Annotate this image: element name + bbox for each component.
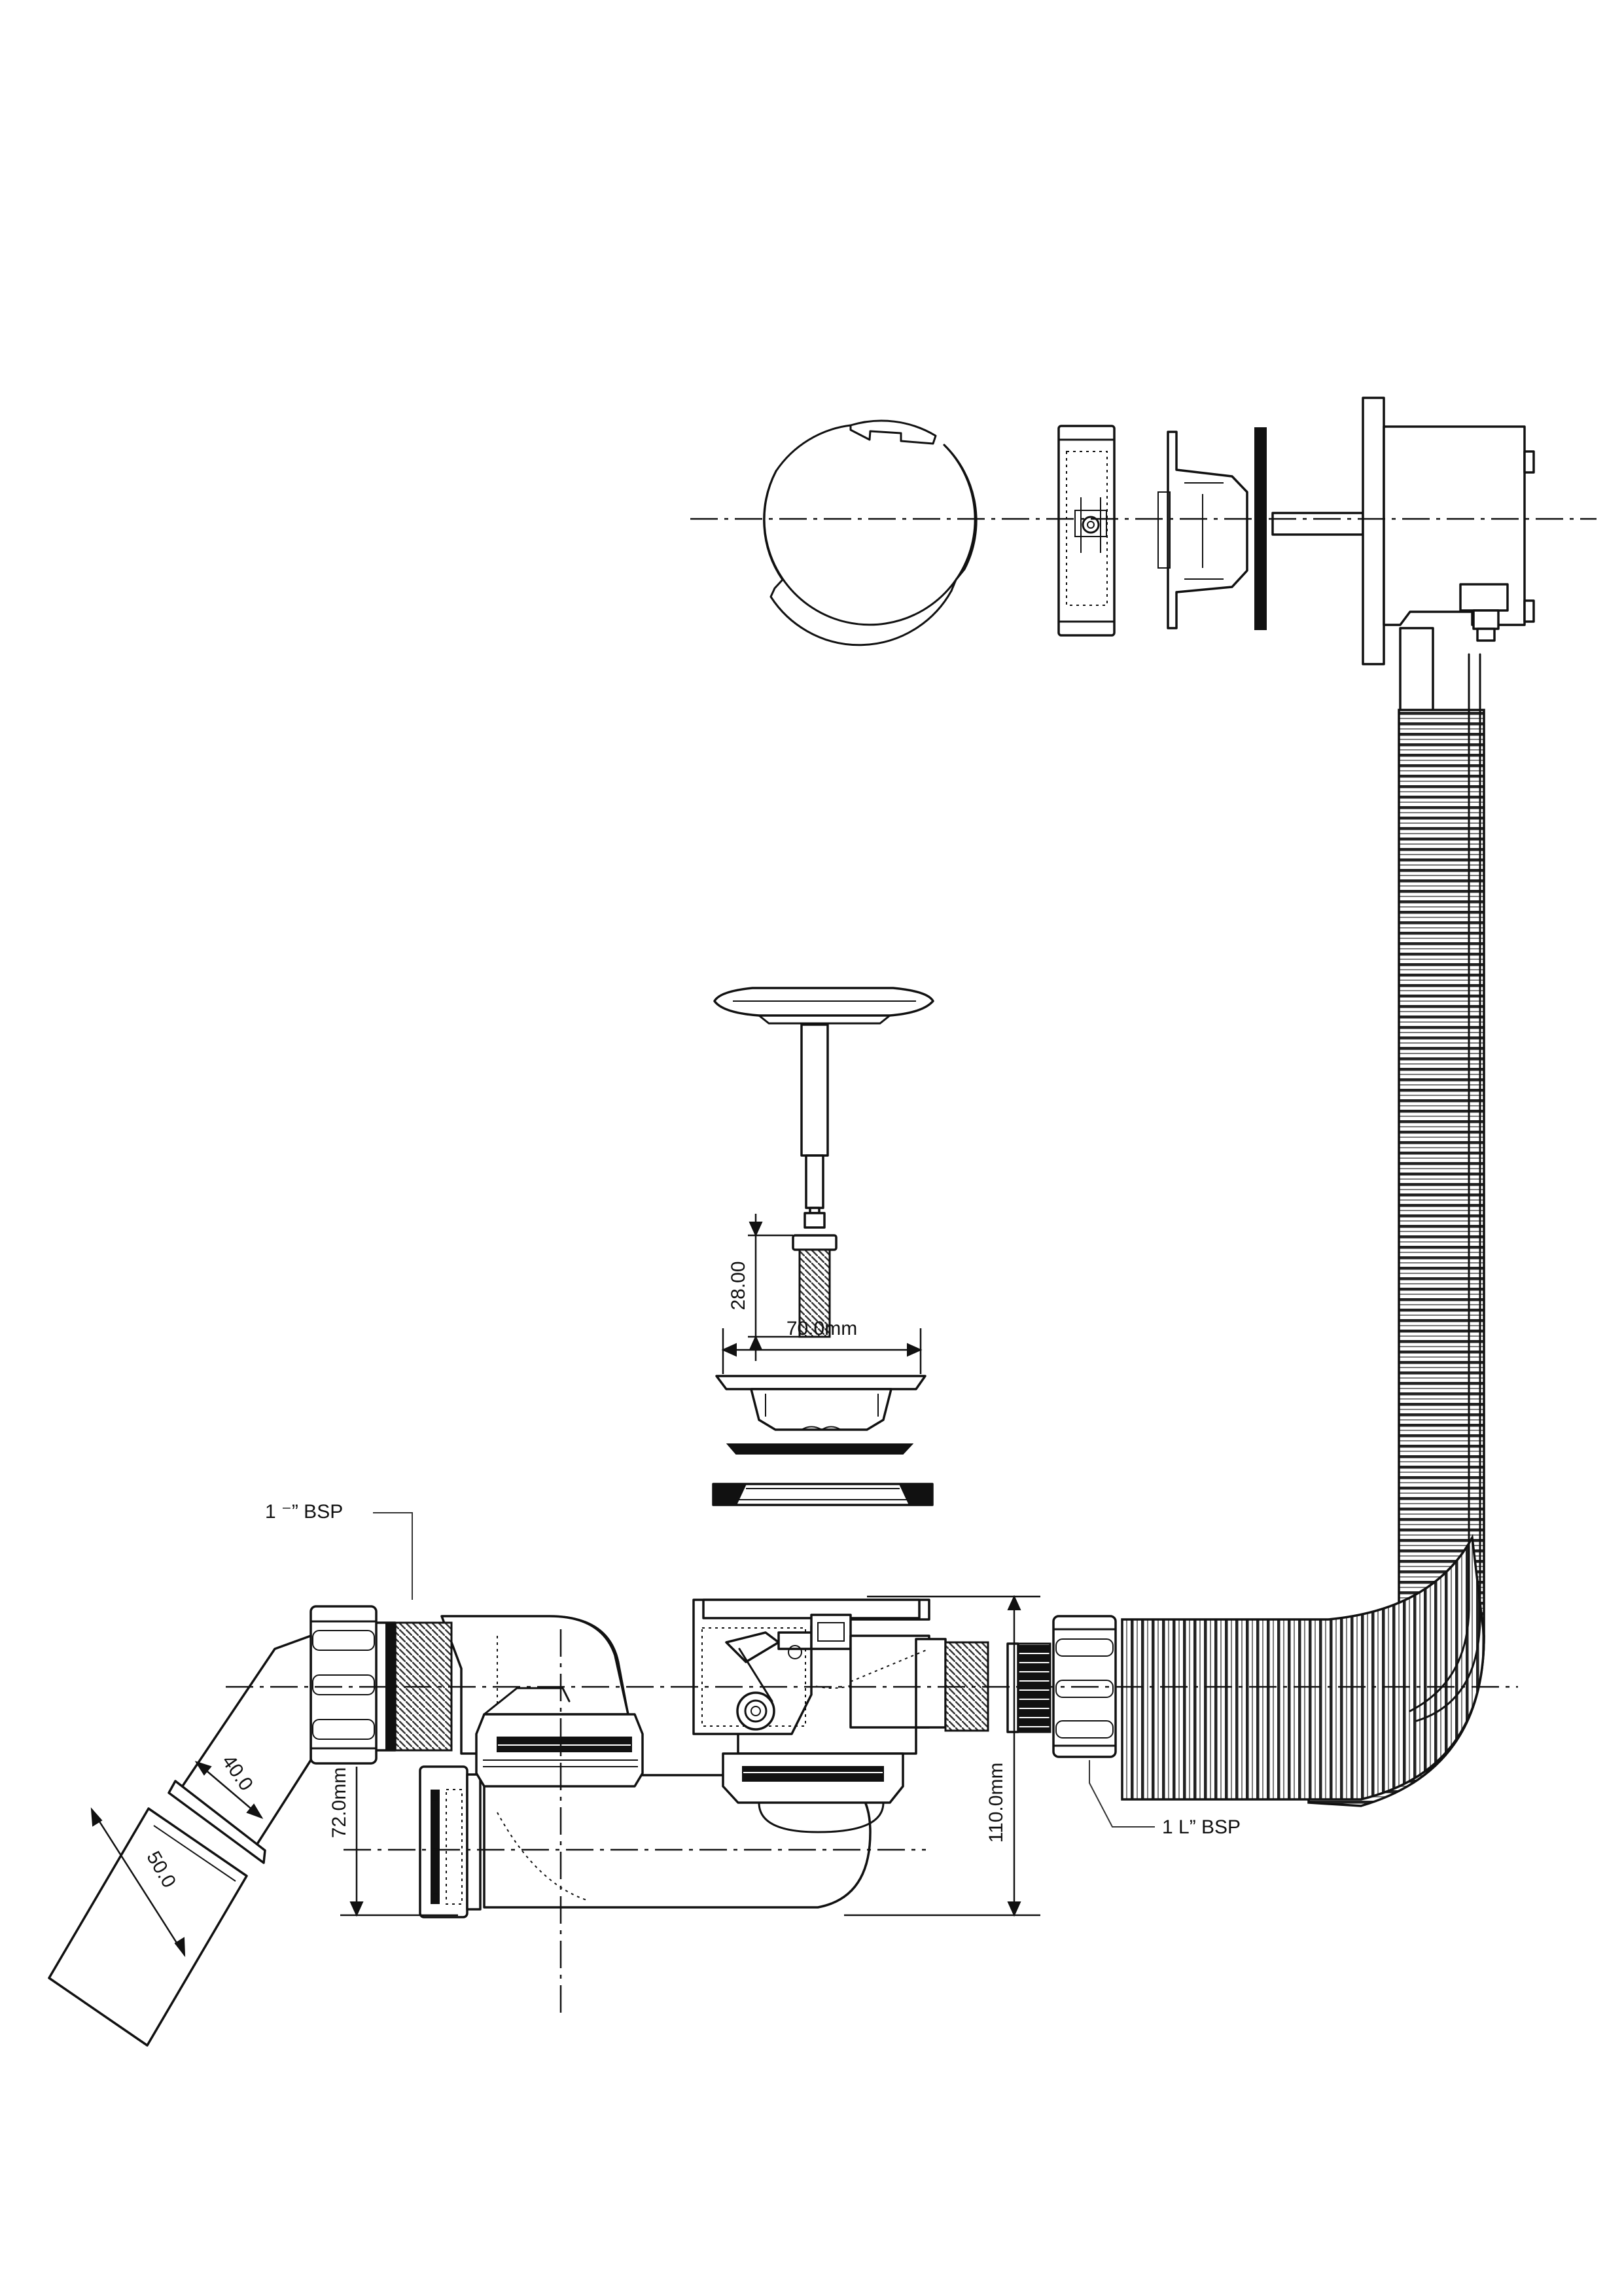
angled-outlet-pipe bbox=[48, 1634, 312, 2047]
dim-outlet-pipe-id bbox=[194, 1761, 264, 1819]
flexible-overflow-hose bbox=[1121, 653, 1485, 1807]
label-trap-height: 110.0mm bbox=[985, 1763, 1007, 1843]
overflow-gasket bbox=[1254, 427, 1267, 630]
flange-back-washer bbox=[712, 1483, 934, 1506]
dim-strainer-diameter bbox=[721, 1328, 923, 1374]
left-trap-coupling bbox=[475, 1713, 644, 1788]
trap-union-sleeve bbox=[419, 1765, 482, 1918]
dim-trap-height bbox=[844, 1595, 1040, 1917]
dim-stem-thread-length bbox=[748, 1214, 800, 1361]
centerlines bbox=[226, 518, 1597, 2015]
waste-outlet-coupling-nut bbox=[309, 1605, 378, 1765]
leader-overflow-connection-thread bbox=[1089, 1760, 1155, 1828]
dim-trap-drop bbox=[340, 1767, 458, 1917]
label-trap-drop: 72.0mm bbox=[328, 1767, 350, 1838]
waste-strainer-flange bbox=[715, 1375, 927, 1431]
dim-outlet-pipe-od bbox=[90, 1807, 186, 1958]
threaded-stem bbox=[792, 1234, 838, 1338]
overflow-inlet-spigot bbox=[849, 1634, 989, 1732]
flange-seal-washer bbox=[726, 1443, 914, 1455]
label-stem-thread-length: 28.00 bbox=[728, 1261, 749, 1310]
overflow-spigot bbox=[1157, 431, 1248, 629]
click-clack-plug bbox=[713, 987, 934, 1229]
waste-lever-housing bbox=[692, 1598, 930, 1735]
overflow-inlet-seal bbox=[1006, 1642, 1051, 1733]
overflow-cover-plate bbox=[763, 419, 978, 646]
leader-waste-outlet-thread bbox=[373, 1512, 413, 1600]
label-overflow-connection-thread: 1 L” BSP bbox=[1162, 1816, 1241, 1838]
label-waste-outlet-thread: 1 ⁻” BSP bbox=[265, 1501, 343, 1523]
overflow-retaining-nut bbox=[1057, 425, 1116, 637]
overflow-elbow-body bbox=[1271, 397, 1535, 715]
label-strainer-diameter: 70.0mm bbox=[786, 1318, 857, 1339]
